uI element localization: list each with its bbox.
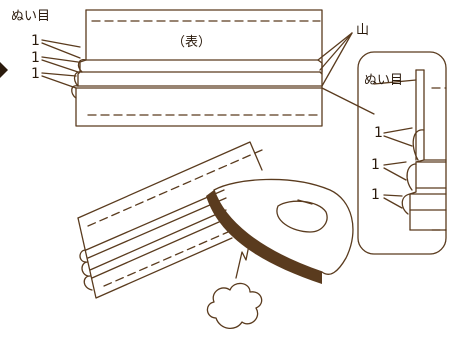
seam-label-zoom: ぬい目	[364, 74, 403, 87]
fold-peak-label: 山	[356, 24, 369, 37]
front-side-label: （表）	[172, 36, 211, 49]
folded-fabric-top	[72, 10, 322, 126]
seam-label-top: ぬい目	[11, 10, 50, 23]
pleat-width-label: 1	[31, 34, 40, 48]
folded-fabric-bottom	[78, 142, 262, 298]
pleat-width-label: 1	[371, 188, 380, 202]
iron-icon	[206, 179, 353, 284]
steam-cloud-icon	[207, 240, 261, 328]
pleat-width-label: 1	[371, 158, 380, 172]
zoom-pointer	[322, 88, 374, 114]
pleat-width-label: 1	[31, 67, 40, 81]
pleat-width-label: 1	[374, 126, 383, 140]
fold-peak-leaders	[318, 33, 352, 86]
pleat-width-label: 1	[31, 51, 40, 65]
step-arrow-icon	[0, 62, 8, 78]
